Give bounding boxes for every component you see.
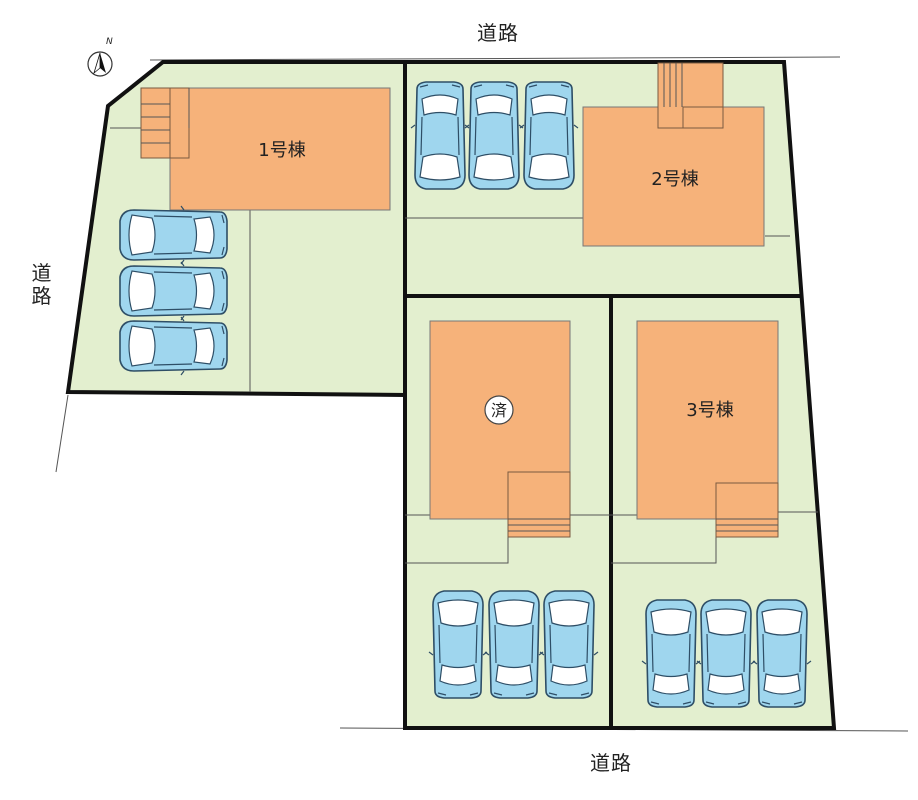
building-1: 1号棟 <box>140 87 391 211</box>
parking-car <box>519 81 579 190</box>
building-1-label: 1号棟 <box>258 140 305 161</box>
sold-badge <box>484 395 514 425</box>
building-sold: 済 <box>429 320 571 538</box>
parking-car <box>752 599 812 708</box>
parking-car <box>464 81 524 190</box>
road-label-west-2: 路 <box>32 284 53 308</box>
building-3: 3号棟 <box>636 320 779 538</box>
north-arrow-icon: N <box>87 37 113 77</box>
west-road-edge <box>55 394 69 473</box>
parking-car <box>410 81 470 190</box>
building-3-label: 3号棟 <box>686 400 733 421</box>
parking-car <box>484 590 544 699</box>
building-2-label: 2号棟 <box>651 169 698 190</box>
parking-car <box>696 599 756 708</box>
building-2: 2号棟 <box>582 62 765 247</box>
road-label-south: 道路 <box>590 751 632 775</box>
road-label-west-1: 道 <box>32 261 53 285</box>
sold-label: 済 <box>491 401 507 420</box>
parking-car <box>119 261 228 321</box>
parking-car <box>539 590 599 699</box>
parking-divider-west <box>405 537 509 564</box>
north-road-edge <box>149 56 841 61</box>
parking-car <box>641 599 701 708</box>
parking-car <box>119 205 228 265</box>
north-label: N <box>106 37 113 47</box>
parking-car <box>119 316 228 376</box>
parking-divider-east <box>611 537 717 564</box>
road-label-north: 道路 <box>477 21 519 45</box>
parking-car <box>428 590 488 699</box>
